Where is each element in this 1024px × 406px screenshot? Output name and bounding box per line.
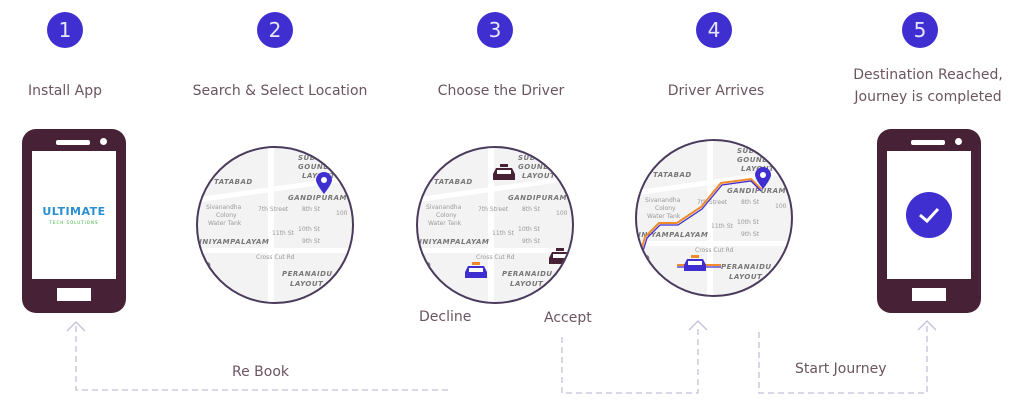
- map-street: 7th Street: [697, 199, 728, 206]
- map-label: GOUNDER: [298, 163, 341, 171]
- step-label-5: Destination Reached, Journey is complete…: [853, 67, 1003, 105]
- map-street: 100: [775, 203, 787, 210]
- step-label-4: Driver Arrives: [667, 83, 765, 99]
- taxi-icon: [683, 255, 707, 277]
- map-street: 100: [556, 210, 568, 217]
- taxi-icon[interactable]: [548, 248, 572, 270]
- location-pin-icon: [755, 167, 771, 193]
- start-journey-label[interactable]: Start Journey: [795, 361, 887, 377]
- map-label: LAYOUT: [522, 172, 556, 180]
- step-badge-2: 2: [257, 12, 293, 48]
- check-circle-icon: [906, 192, 952, 238]
- decline-label[interactable]: Decline: [419, 309, 472, 325]
- map-label: GOUNDER: [737, 156, 780, 164]
- map-street: Colony: [216, 212, 237, 219]
- map-street: 11th St: [492, 230, 514, 237]
- map-street: 7th Street: [258, 206, 289, 213]
- map-label: LAYOUT: [729, 273, 763, 281]
- map-label: SUBBA: [298, 154, 328, 162]
- map-label: TATABAD: [214, 178, 253, 186]
- map-label: LAYOUT: [510, 280, 544, 288]
- map-label: NNIYAMPALAYAM: [196, 238, 270, 246]
- map-street: 8th St: [302, 206, 321, 213]
- map-label: GOUNDER: [518, 163, 561, 171]
- map-street: 100: [336, 210, 348, 217]
- map-label: LAYOUT: [290, 280, 324, 288]
- map-street: Cross Cut Rd: [476, 254, 515, 261]
- step-label-2: Search & Select Location: [192, 83, 368, 99]
- map-street: 10th St: [518, 226, 540, 233]
- accept-label[interactable]: Accept: [544, 310, 592, 326]
- map-street: Colony: [655, 205, 676, 212]
- map-label: re: [416, 258, 435, 274]
- map-street: 9th St: [522, 238, 541, 245]
- map-label: SUBBA: [518, 154, 548, 162]
- map-street: Cross Cut Rd: [256, 254, 295, 261]
- step-badge-1: 1: [47, 12, 83, 48]
- map-street: 11th St: [272, 230, 294, 237]
- map-street: Water Tank: [428, 220, 462, 227]
- map-label: PERANAIDU: [502, 270, 553, 278]
- map-street: 8th St: [741, 199, 760, 206]
- map-street: 11th St: [711, 223, 733, 230]
- map-label: PERANAIDU: [721, 263, 772, 271]
- map-street: 9th St: [741, 231, 760, 238]
- map-street: 7th Street: [478, 206, 509, 213]
- map-street: Colony: [436, 212, 457, 219]
- phone-journey-completed: [877, 129, 981, 313]
- map-label: GANDIPURAM: [288, 194, 348, 202]
- map-label: GANDIPURAM: [727, 187, 787, 195]
- logo-tagline: TECH SOLUTIONS: [49, 220, 99, 225]
- map-street: Sivanandha: [645, 197, 681, 204]
- step-badge-3: 3: [477, 12, 513, 48]
- map-street: Water Tank: [647, 213, 681, 220]
- map-label: TATABAD: [653, 171, 692, 179]
- rebook-label[interactable]: Re Book: [232, 364, 290, 380]
- map-street: 9th St: [302, 238, 321, 245]
- map-label: TATABAD: [434, 178, 473, 186]
- map-label: SUBBA: [737, 147, 767, 155]
- map-label: GANDIPURAM: [508, 194, 568, 202]
- map-label: NNIYAMPALAYAM: [416, 238, 490, 246]
- map-label: LAYOUT: [741, 165, 775, 173]
- map-street: Sivanandha: [426, 204, 462, 211]
- map-street: 8th St: [522, 206, 541, 213]
- map-street: Water Tank: [208, 220, 242, 227]
- ultimate-logo: ULTIMATE: [42, 205, 106, 218]
- map-street: Cross Cut Rd: [695, 247, 734, 254]
- map-label: PERANAIDU: [282, 270, 333, 278]
- step-badge-4: 4: [696, 12, 732, 48]
- step-label-1: Install App: [28, 83, 102, 99]
- selected-taxi-icon[interactable]: [464, 262, 488, 284]
- location-pin-icon: [316, 172, 332, 198]
- map-street: 10th St: [737, 219, 759, 226]
- map-street: Sivanandha: [206, 204, 242, 211]
- phone-install-app: ULTIMATE TECH SOLUTIONS: [22, 129, 126, 313]
- map-label: NNIYAMPALAYAM: [635, 231, 709, 239]
- taxi-icon[interactable]: [492, 164, 516, 186]
- step-badge-5: 5: [902, 12, 938, 48]
- map-label: re: [196, 258, 215, 274]
- map-street: 10th St: [298, 226, 320, 233]
- step-label-3: Choose the Driver: [437, 83, 565, 99]
